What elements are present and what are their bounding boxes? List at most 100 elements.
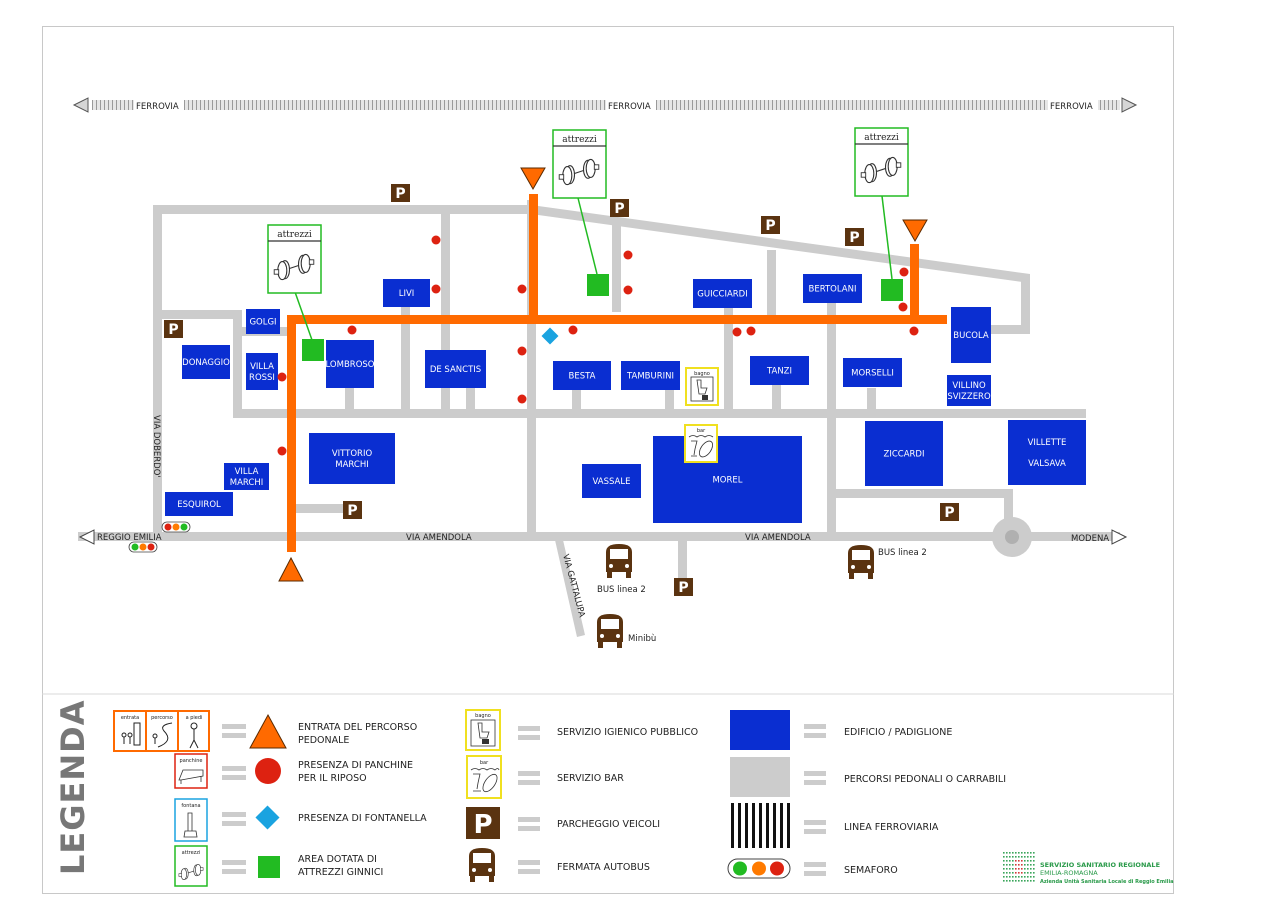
legend-item-autobus: FERMATA AUTOBUS [469,848,650,882]
building-label: VILLA [235,467,259,477]
gym-pictogram: attrezzi [267,224,322,294]
building-vassale: VASSALE [582,464,641,498]
building-villette-valsava: VILLETTE VALSAVA [1008,420,1086,485]
svg-text:ATTREZZI GINNICI: ATTREZZI GINNICI [298,867,383,878]
bar-pictogram: bar [684,424,718,463]
path-swatch [730,757,790,797]
building-label: LOMBROSO [326,360,375,370]
svg-text:bagno: bagno [694,371,710,377]
svg-text:FERMATA AUTOBUS: FERMATA AUTOBUS [557,862,650,873]
building-label: DONAGGIO [182,358,230,368]
svg-text:ENTRATA DEL PERCORSO: ENTRATA DEL PERCORSO [298,722,417,733]
gym-areas: attrezzi attrezzi attrezzi [267,127,909,361]
building-tamburini: TAMBURINI [621,361,680,390]
gym-pictogram-label: attrezzi [277,230,312,240]
building-swatch [730,710,790,750]
bus-icon [848,545,874,579]
svg-text:fontana: fontana [181,803,200,809]
fountain-pictogram-icon [183,812,198,838]
bread-icon [482,773,498,793]
building-ziccardi: ZICCARDI [865,421,943,486]
building-label: ROSSI [249,373,275,383]
building-label: TAMBURINI [626,372,674,382]
svg-text:P: P [395,186,405,202]
benches [277,235,919,456]
building-label: ZICCARDI [884,450,925,460]
svg-text:P: P [765,218,775,234]
svg-text:AREA DOTATA DI: AREA DOTATA DI [298,854,377,865]
building-label: VITTORIO [332,449,373,459]
svg-text:SERVIZIO IGIENICO PUBBLICO: SERVIZIO IGIENICO PUBBLICO [557,727,698,738]
building-label: VILLETTE [1028,438,1067,448]
svg-text:PRESENZA DI PANCHINE: PRESENZA DI PANCHINE [298,760,413,771]
arrow-right-icon [1111,529,1128,545]
svg-text:P: P [168,322,178,338]
building-guicciardi: GUICCIARDI [693,279,752,308]
building-label: BUCOLA [953,331,989,341]
map-frame [42,26,1174,894]
destination-reggio-emilia: REGGIO EMILIA [97,533,162,543]
svg-text:percorso: percorso [151,715,173,721]
fountain-icon [255,805,280,830]
svg-text:P: P [473,810,492,840]
svg-text:EMILIA-ROMAGNA: EMILIA-ROMAGNA [1040,869,1098,877]
legend-item-fontanella: fontana PRESENZA DI FONTANELLA [174,798,427,842]
building-label: LIVI [399,289,415,299]
building-label: MARCHI [335,460,368,470]
legend-item-parcheggio: P PARCHEGGIO VEICOLI [466,807,660,840]
bench-dot-icon [623,250,633,260]
entrance-triangle-icon [520,167,546,191]
building-label: GOLGI [249,318,276,328]
svg-text:LINEA FERROVIARIA: LINEA FERROVIARIA [844,822,939,833]
legend-item-entrata: entrata percorso a piedi ENTRATA DEL PER… [113,710,417,752]
legend-title: LEGENDA [54,700,92,875]
bread-icon [699,440,713,458]
parking-icon: P [674,578,693,596]
svg-text:P: P [347,503,357,519]
svg-text:P: P [614,201,624,217]
arrow-left-icon [78,529,95,545]
building-de-sanctis: DE SANCTIS [425,350,486,388]
building-label: VALSAVA [1028,459,1066,469]
entrance-triangle-icon [249,713,287,749]
railway-line: FERROVIA FERROVIA FERROVIA [72,97,1138,113]
gym-square-icon [302,339,324,361]
svg-text:PEDONALE: PEDONALE [298,735,349,746]
bench-dot-icon [909,326,919,336]
svg-text:P: P [678,580,688,596]
building-label: VILLA [250,362,274,372]
building-label: ESQUIROL [177,500,221,510]
svg-text:EDIFICIO / PADIGLIONE: EDIFICIO / PADIGLIONE [844,727,952,738]
bench-dot-icon [899,267,909,277]
railway-label: FERROVIA [1050,102,1093,112]
legend-item-percorsi: PERCORSI PEDONALI O CARRABILI [730,757,1006,797]
legend-item-ferrovia: LINEA FERROVIARIA [731,803,939,848]
entrance-triangle-icon [278,556,304,582]
pedestrian-route [287,194,947,552]
building-label: DE SANCTIS [430,365,481,375]
bench-dot-icon [517,346,527,356]
glass-icon [473,773,481,792]
svg-text:PRESENZA DI FONTANELLA: PRESENZA DI FONTANELLA [298,813,427,824]
road-label-via-amendola: VIA AMENDOLA [745,533,811,543]
parking-icon: P [164,320,183,338]
building-besta: BESTA [553,361,611,390]
parking-icon: P [940,503,959,521]
building-label: MORSELLI [851,369,894,379]
road-label-via-amendola: VIA AMENDOLA [406,533,472,543]
bus-stop-label: Minibù [628,634,656,644]
parking-icon: P [343,501,362,519]
gym-pictogram: attrezzi [854,127,909,197]
bench-dot-icon [517,394,527,404]
building-label: MOREL [712,476,742,486]
building-tanzi: TANZI [750,356,809,385]
toilet-icon [477,722,490,739]
parking-icon: P [845,228,864,246]
bench-dot-icon [277,446,287,456]
building-donaggio: DONAGGIO [182,345,230,379]
bus-stop-label: BUS linea 2 [597,585,646,595]
parking-markers: P P P P P P P P [164,184,959,596]
